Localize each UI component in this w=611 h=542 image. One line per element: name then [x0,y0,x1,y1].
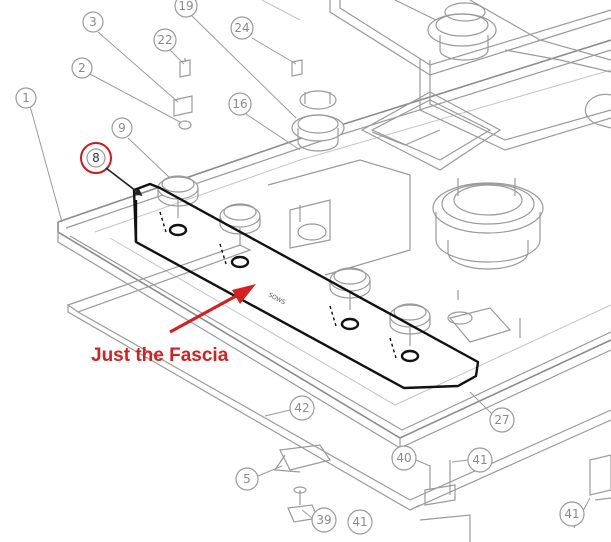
callout-39: 39 [301,507,337,533]
callout-label: 24 [234,21,249,35]
callout-41-c: 41 [559,497,591,529]
callout-27: 27 [469,391,515,433]
control-knob-3 [329,267,371,310]
callout-label: 2 [78,61,86,75]
callout-16: 16 [228,92,301,151]
callout-3: 3 [82,11,179,103]
callout-label: 5 [243,472,251,486]
callout-label: 27 [494,413,509,427]
fascia-marking: SOWS [267,292,287,307]
callout-label: 41 [352,515,367,529]
pan-support-grid [261,0,611,171]
callout-label: 39 [316,513,331,527]
callout-42: 42 [264,395,315,421]
callout-19: 19 [174,0,297,119]
highlight-ring [80,142,112,174]
callout-40: 40 [391,445,431,471]
callout-22: 22 [153,28,185,65]
callout-1: 1 [15,87,63,223]
annotation: Just the Fascia [91,284,256,366]
seal-frame [66,244,611,511]
annotation-text: Just the Fascia [91,345,229,366]
callout-9: 9 [111,117,171,179]
annotation-arrow [169,294,237,334]
callout-label: 1 [22,91,30,105]
callout-label: 19 [178,0,193,13]
annotation-arrowhead [232,284,256,304]
callout-label: 16 [232,97,247,111]
callout-label: 42 [294,401,309,415]
burner-far-right [584,93,611,129]
burner-rear-left [291,90,345,152]
callout-41-b: 41 [347,509,373,535]
callout-label: 22 [157,33,172,47]
screws [173,58,303,130]
control-knob-4 [389,303,431,346]
callout-label: 41 [472,453,487,467]
burner-front-right [432,178,544,270]
callout-2: 2 [71,57,181,123]
hob-cutouts [267,129,521,343]
burner-rear-right [427,2,497,61]
callout-41-a: 41 [451,447,493,473]
highlighted-callout-8: 8 [80,142,143,196]
callout-5: 5 [235,465,283,491]
control-knob-2 [219,203,261,246]
highlight-leader [105,167,143,196]
highlight-label: 8 [92,151,100,165]
callout-label: 40 [396,451,411,465]
callout-label: 41 [564,507,579,521]
callout-24: 24 [230,16,297,65]
callout-label: 3 [89,15,97,29]
callout-label: 9 [118,121,126,135]
